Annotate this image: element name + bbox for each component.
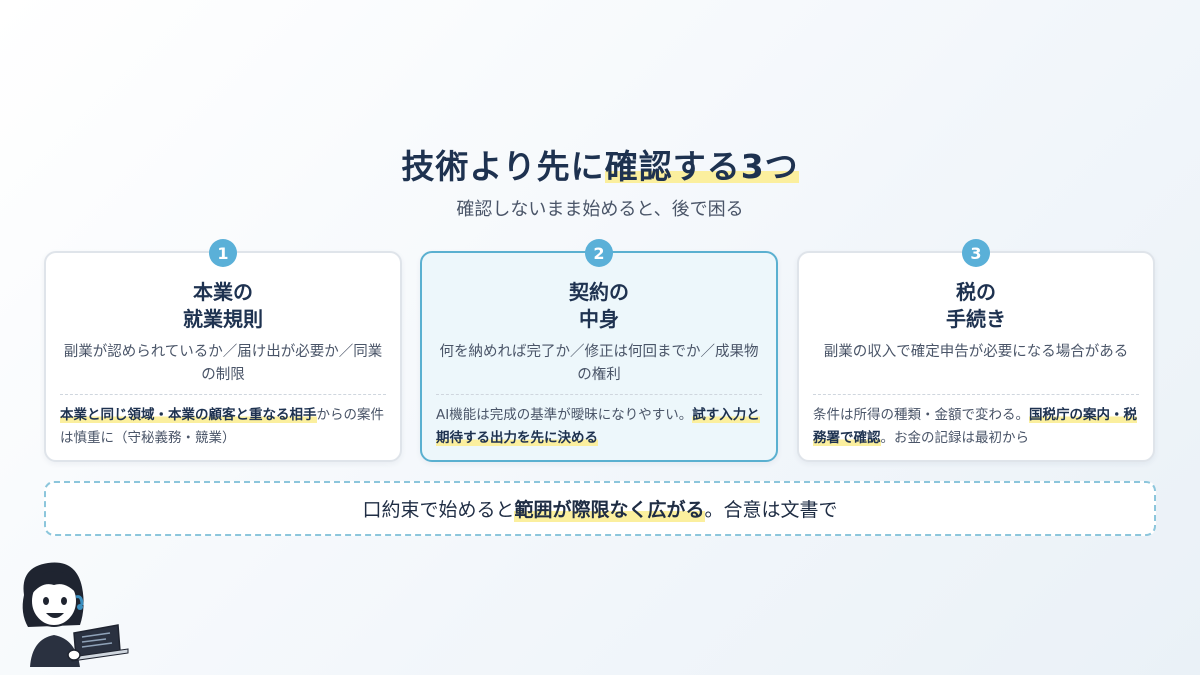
note-text: 条件は所得の種類・金額で変わる。: [813, 407, 1029, 423]
card-title-line2: 就業規則: [183, 307, 263, 331]
card-tax: 3 税の 手続き 副業の収入で確定申告が必要になる場合がある 条件は所得の種類・…: [797, 239, 1155, 462]
card-note: 条件は所得の種類・金額で変わる。国税庁の案内・税務署で確認。お金の記録は最初から: [813, 404, 1139, 450]
card-description: 副業の収入で確定申告が必要になる場合がある: [823, 344, 1129, 360]
card-divider: [60, 394, 386, 395]
card-title-line2: 中身: [579, 307, 619, 331]
card-title-line1: 契約の: [569, 280, 629, 304]
card-contract: 2 契約の 中身 何を納めれば完了か／修正は何回までか／成果物の権利 AI機能は…: [420, 239, 778, 462]
card-note: AI機能は完成の基準が曖昧になりやすい。試す入力と期待する出力を先に決める: [436, 404, 762, 450]
number-badge: 2: [585, 239, 613, 267]
card-title: 本業の 就業規則: [46, 279, 400, 333]
card-note: 本業と同じ領域・本業の顧客と重なる相手からの案件は慎重に（守秘義務・競業）: [60, 404, 386, 450]
card-title: 税の 手続き: [799, 279, 1153, 333]
note-text: からの案件は慎重に（守秘義務・競業）: [60, 407, 384, 446]
card-title-line2: 手続き: [946, 307, 1006, 331]
title-highlight: 確認する3つ: [604, 147, 799, 186]
note-text: AI機能は完成の基準が曖昧になりやすい。: [436, 407, 693, 423]
banner-text: 口約束で始めると: [362, 499, 515, 521]
card-description: 何を納めれば完了か／修正は何回までか／成果物の権利: [439, 344, 759, 383]
number-badge: 3: [962, 239, 990, 267]
card-divider: [436, 394, 762, 395]
note-text-end: 。お金の記録は最初から: [880, 430, 1030, 446]
number-badge: 1: [209, 239, 237, 267]
banner-emphasis: 範囲が際限なく広がる: [514, 495, 705, 522]
card-title: 契約の 中身: [422, 279, 776, 333]
card-title-line1: 税の: [956, 280, 996, 304]
banner-text-end: 。合意は文書で: [704, 499, 838, 521]
page-title: 技術より先に確認する3つ: [0, 140, 1200, 188]
card-title-line1: 本業の: [193, 280, 253, 304]
card-description: 副業が認められているか／届け出が必要か／同業の制限: [63, 344, 383, 383]
summary-banner: 口約束で始めると範囲が際限なく広がる。合意は文書で: [44, 481, 1156, 536]
card-divider: [813, 394, 1139, 395]
card-work-rules: 1 本業の 就業規則 副業が認められているか／届け出が必要か／同業の制限 本業と…: [44, 239, 402, 462]
page-subtitle: 確認しないまま始めると、後で困る: [456, 199, 744, 220]
note-emphasis: 本業と同じ領域・本業の顧客と重なる相手: [60, 407, 317, 423]
character-with-laptop-icon: [22, 562, 129, 667]
title-text: 技術より先に: [401, 147, 605, 186]
